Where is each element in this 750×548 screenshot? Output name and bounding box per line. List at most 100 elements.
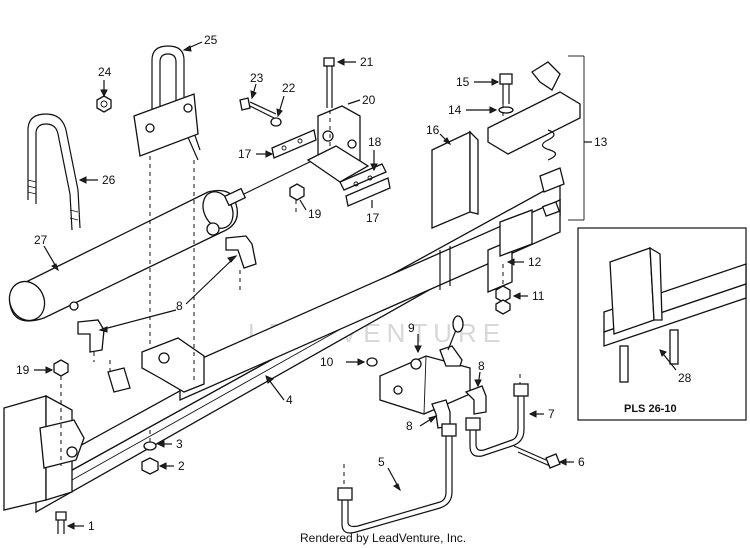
- svg-text:8: 8: [176, 299, 183, 313]
- u-bolt-part-25: [133, 45, 201, 161]
- nut-part-2: [141, 457, 159, 475]
- svg-text:16: 16: [426, 123, 440, 137]
- washer-part-14: [498, 106, 514, 114]
- callout-17-upper: 17: [238, 147, 274, 161]
- callout-8-valve-right: 8: [474, 359, 485, 388]
- support-bracket-12: [487, 209, 533, 293]
- bolt-part-1: [55, 511, 67, 534]
- inset-label: PLS 26-10: [624, 403, 677, 415]
- hydraulic-cylinder-27: [8, 187, 247, 322]
- callout-7: 7: [528, 407, 555, 421]
- callout-19-upper: 19: [299, 199, 322, 221]
- callout-1: 1: [66, 519, 95, 533]
- control-valve-9: [379, 315, 471, 415]
- svg-text:2: 2: [178, 459, 185, 473]
- plate-part-18: [339, 163, 391, 207]
- small-plate-lower: [107, 367, 131, 393]
- callout-16: 16: [426, 123, 452, 146]
- svg-text:4: 4: [286, 393, 293, 407]
- svg-text:19: 19: [308, 207, 322, 221]
- bolt-part-15: [499, 73, 513, 104]
- callout-4: 4: [265, 375, 293, 407]
- hose-part-5: [337, 423, 457, 534]
- svg-text:1: 1: [88, 519, 95, 533]
- washer-part-22: [270, 117, 282, 127]
- callout-9: 9: [408, 321, 422, 354]
- svg-text:9: 9: [408, 321, 415, 335]
- svg-text:6: 6: [578, 455, 585, 469]
- bracket-assembly-13: [487, 61, 581, 217]
- callout-6: 6: [558, 455, 585, 469]
- callout-3: 3: [156, 437, 183, 451]
- svg-text:12: 12: [528, 255, 542, 269]
- svg-text:18: 18: [368, 135, 382, 149]
- svg-text:22: 22: [282, 81, 296, 95]
- callout-10: 10: [320, 355, 366, 369]
- credit-text: Rendered by LeadVenture, Inc.: [300, 531, 466, 545]
- svg-text:8: 8: [478, 359, 485, 373]
- bolt-part-6: [513, 445, 561, 469]
- nut-part-19-lower: [53, 359, 69, 377]
- callout-11: 11: [512, 289, 545, 303]
- callout-28: 28: [678, 371, 692, 385]
- bolt-part-21: [323, 57, 335, 108]
- callout-26: 26: [78, 173, 116, 187]
- svg-text:26: 26: [102, 173, 116, 187]
- svg-text:20: 20: [362, 93, 376, 107]
- bolt-part-23: [239, 97, 277, 119]
- callout-2: 2: [158, 459, 185, 473]
- elbow-fitting-8-valve-right: [464, 385, 487, 415]
- callout-21: 21: [336, 55, 374, 69]
- callout-14: 14: [448, 103, 498, 117]
- svg-text:17: 17: [366, 211, 380, 225]
- callout-24: 24: [98, 65, 112, 98]
- callout-23: 23: [250, 71, 264, 100]
- callout-8-valve-left: 8: [406, 415, 438, 433]
- svg-text:8: 8: [406, 419, 413, 433]
- nut-part-19-upper: [289, 183, 305, 201]
- callout-25: 25: [182, 33, 218, 52]
- nut-part-24: [96, 95, 112, 113]
- callout-5: 5: [378, 455, 401, 492]
- inset-panel: 28 PLS 26-10: [577, 227, 747, 421]
- cylinder-clamp: [141, 337, 205, 393]
- svg-text:11: 11: [532, 289, 545, 303]
- wedge-part-16: [431, 130, 479, 229]
- u-bolt-part-26: [27, 113, 81, 231]
- base-foot-plate: [3, 394, 85, 511]
- svg-text:14: 14: [448, 103, 462, 117]
- elbow-fitting-8-lower: [77, 319, 105, 353]
- callout-18: 18: [368, 135, 382, 172]
- svg-text:19: 19: [16, 363, 30, 377]
- callout-15: 15: [456, 75, 500, 89]
- svg-text:25: 25: [204, 33, 218, 47]
- callout-17-lower: 17: [366, 200, 380, 225]
- callout-13: 13: [584, 135, 608, 149]
- callout-8-upper: 8: [176, 255, 238, 313]
- callout-8-lower: [98, 309, 177, 333]
- svg-text:10: 10: [320, 355, 334, 369]
- beam-part-4: [35, 180, 561, 514]
- hose-part-7: [465, 383, 529, 457]
- svg-text:7: 7: [548, 407, 555, 421]
- svg-text:5: 5: [378, 455, 385, 469]
- svg-text:15: 15: [456, 75, 470, 89]
- elbow-fitting-8-upper: [225, 235, 257, 269]
- svg-text:3: 3: [176, 437, 183, 451]
- nuts-part-11: [495, 285, 511, 315]
- nut-part-3: [143, 441, 157, 451]
- washer-part-10: [366, 357, 378, 367]
- svg-text:24: 24: [98, 65, 112, 79]
- svg-text:21: 21: [360, 55, 374, 69]
- plate-part-17-upper: [271, 129, 317, 159]
- mount-part-20: [306, 105, 370, 183]
- svg-text:23: 23: [250, 71, 264, 85]
- svg-text:27: 27: [34, 233, 48, 247]
- svg-text:13: 13: [594, 135, 608, 149]
- svg-text:17: 17: [238, 147, 252, 161]
- callout-19-lower: 19: [16, 363, 54, 377]
- callout-20: 20: [347, 93, 376, 107]
- callout-27: 27: [34, 233, 59, 272]
